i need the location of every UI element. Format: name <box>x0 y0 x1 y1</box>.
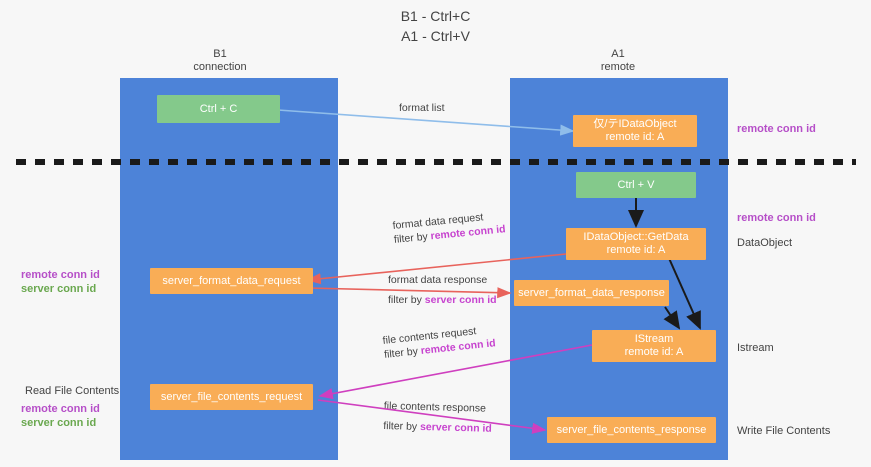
node-idataobject[interactable]: 仅/テIDataObject remote id: A <box>573 115 697 147</box>
node-server-format-data-request[interactable]: server_format_data_request <box>150 268 313 294</box>
node-getdata-line2: remote id: A <box>606 244 666 256</box>
node-fmt-response-label: server_format_data_response <box>518 286 665 299</box>
arrow-getdata-to-istream <box>667 255 701 330</box>
edge-label-format-list-text: format list <box>399 102 445 114</box>
right-label-remote-conn-id-top-text: remote conn id <box>737 123 816 135</box>
edge-label-format-list: format list <box>399 101 445 115</box>
right-label-write-file-contents: Write File Contents <box>737 424 830 438</box>
title-line-1: B1 - Ctrl+C <box>400 8 471 24</box>
left-label-remote-conn-id: remote conn id <box>21 269 100 281</box>
node-idataobject-line2: remote id: A <box>605 131 665 143</box>
fmt-res-line2: filter by server conn id <box>388 293 497 307</box>
fmt-res-line1: format data response <box>388 274 488 286</box>
lane-a1-role: remote <box>600 61 636 73</box>
left-label-conn-ids: remote conn id server conn id <box>21 268 100 296</box>
lane-a1-name: A1 <box>611 48 625 60</box>
lane-header-b1: B1 connection <box>135 48 305 74</box>
node-istream[interactable]: IStream remote id: A <box>592 330 716 362</box>
left-label-conn-ids-bottom: remote conn id server conn id <box>21 402 100 430</box>
lane-b1-role: connection <box>193 61 247 73</box>
diagram-title: B1 - Ctrl+C A1 - Ctrl+V <box>0 6 871 46</box>
edge-label-format-data-response: format data response filter by server co… <box>388 273 497 307</box>
right-label-write-file-contents-text: Write File Contents <box>737 425 831 437</box>
right-label-istream-text: Istream <box>737 342 774 354</box>
right-label-remote-conn-id-mid: remote conn id <box>737 211 816 225</box>
node-istream-line2: remote id: A <box>624 346 684 358</box>
node-getdata-line1: IDataObject::GetData <box>583 231 689 243</box>
arrow-file-contents-request <box>318 344 593 400</box>
node-ctrl-c-line1: Ctrl + C <box>199 102 238 115</box>
node-ctrl-v[interactable]: Ctrl + V <box>576 172 696 198</box>
title-line-2: A1 - Ctrl+V <box>401 28 470 44</box>
right-label-remote-conn-id-top: remote conn id <box>737 122 816 136</box>
left-label-server-conn-id: server conn id <box>21 283 97 295</box>
right-label-dataobject-text: DataObject <box>737 237 793 249</box>
node-file-request-label: server_file_contents_request <box>160 390 303 403</box>
node-istream-line1: IStream <box>634 333 674 345</box>
node-ctrl-v-line1: Ctrl + V <box>617 178 655 191</box>
arrow-format-list <box>277 109 575 136</box>
node-getdata[interactable]: IDataObject::GetData remote id: A <box>566 228 706 260</box>
arrow-format-data-response <box>307 287 512 299</box>
node-idataobject-line1: 仅/テIDataObject <box>593 118 677 130</box>
fmt-res-key: server conn id <box>424 294 497 306</box>
arrow-response-to-istream <box>663 306 681 330</box>
node-server-file-contents-response[interactable]: server_file_contents_response <box>547 417 716 443</box>
lane-b1-name: B1 <box>213 48 227 60</box>
arrow-format-data-request <box>306 253 567 285</box>
arrow-file-contents-response <box>317 399 547 434</box>
left-label-server-conn-id-bottom: server conn id <box>21 417 97 429</box>
node-ctrl-c[interactable]: Ctrl + C <box>157 95 280 123</box>
right-label-istream: Istream <box>737 341 774 355</box>
left-label-read-file-contents-group: Read File Contents <box>25 384 119 398</box>
right-label-remote-conn-id-mid-text: remote conn id <box>737 212 816 224</box>
lane-header-a1: A1 remote <box>533 48 703 74</box>
node-server-file-contents-request[interactable]: server_file_contents_request <box>150 384 313 410</box>
fmt-res-prefix: filter by <box>388 294 425 306</box>
node-file-response-label: server_file_contents_response <box>556 423 707 436</box>
right-label-dataobject: DataObject <box>737 236 792 250</box>
left-label-read-file-contents: Read File Contents <box>25 385 120 397</box>
left-label-remote-conn-id-bottom: remote conn id <box>21 403 100 415</box>
node-fmt-request-label: server_format_data_request <box>162 274 301 287</box>
node-server-format-data-response[interactable]: server_format_data_response <box>514 280 669 306</box>
